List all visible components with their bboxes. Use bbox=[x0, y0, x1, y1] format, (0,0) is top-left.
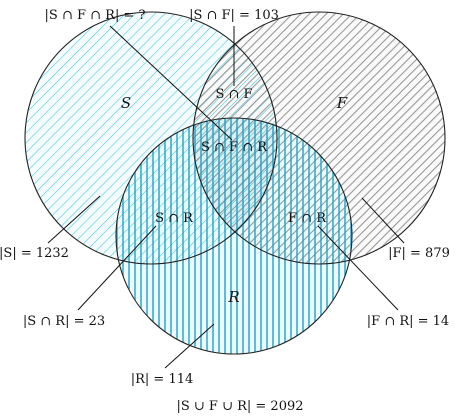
circle-r-outline bbox=[115, 117, 353, 355]
callout-sr-count: |S ∩ R| = 23 bbox=[23, 314, 105, 329]
leader-fr bbox=[317, 225, 399, 311]
callout-sfr-count: |S ∩ F ∩ R| = ? bbox=[45, 8, 146, 23]
set-count-r: |R| = 114 bbox=[131, 372, 194, 387]
region-label-fr: F ∩ R bbox=[288, 211, 327, 226]
leader-s bbox=[47, 195, 101, 244]
union-count: |S ∪ F ∪ R| = 2092 bbox=[176, 399, 303, 414]
callout-sf-count: |S ∩ F| = 103 bbox=[189, 8, 279, 23]
callout-fr-count: |F ∩ R| = 14 bbox=[367, 314, 449, 329]
region-label-sf: S ∩ F bbox=[215, 87, 252, 102]
leader-r bbox=[164, 323, 215, 369]
set-count-f: |F| = 879 bbox=[388, 246, 450, 261]
set-label-f: F bbox=[336, 94, 348, 112]
circle-f-outline bbox=[192, 11, 446, 265]
circle-s-outline bbox=[24, 11, 278, 265]
region-label-sfr: S ∩ F ∩ R bbox=[201, 140, 268, 155]
circle-r-hatch bbox=[116, 118, 352, 354]
set-count-s: |S| = 1232 bbox=[0, 246, 69, 261]
set-label-s: S bbox=[121, 94, 131, 112]
leader-f bbox=[361, 197, 405, 244]
leader-sfr bbox=[109, 25, 233, 141]
region-label-sr: S ∩ R bbox=[155, 211, 194, 226]
set-label-r: R bbox=[227, 288, 239, 306]
leader-sr bbox=[77, 225, 157, 311]
